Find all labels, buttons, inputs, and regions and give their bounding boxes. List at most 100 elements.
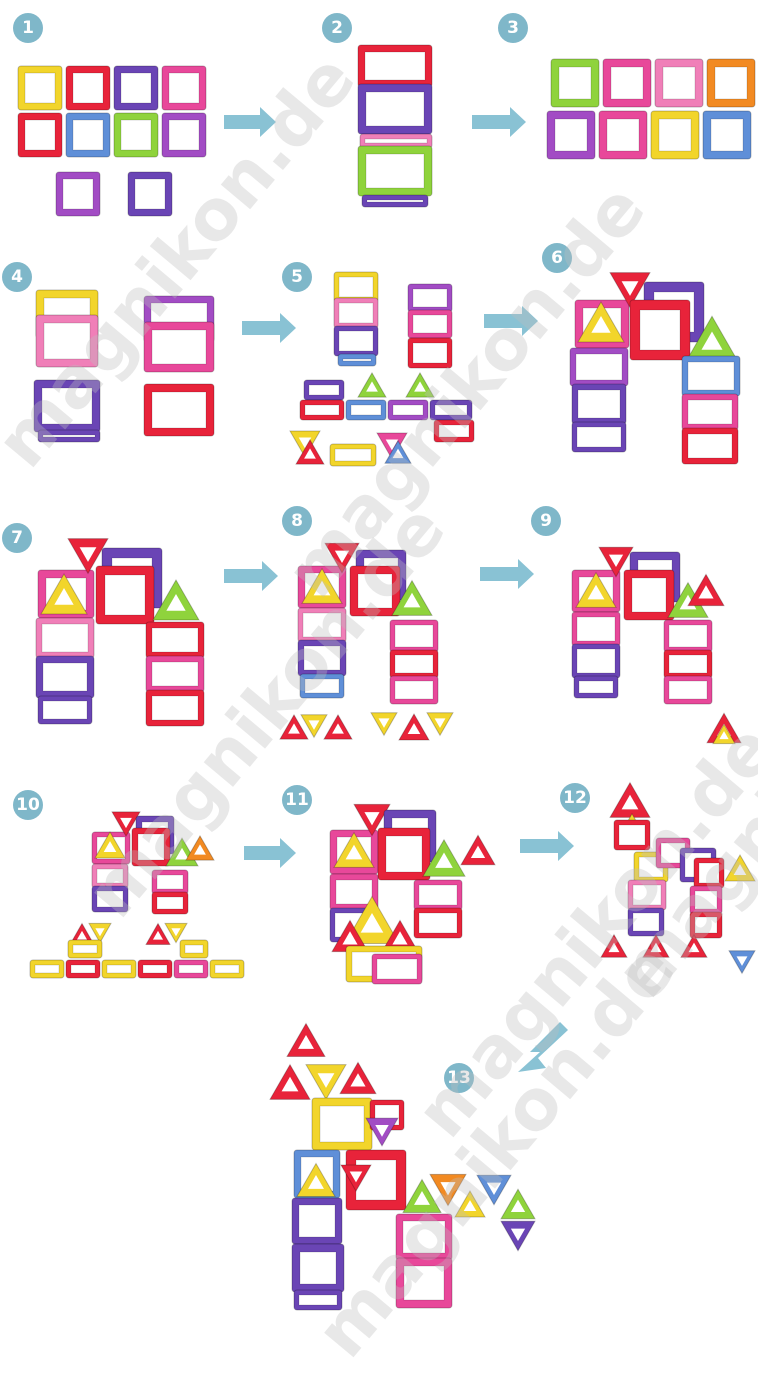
- step-badge-13: 13: [444, 1063, 474, 1093]
- tile-window: [365, 139, 427, 143]
- tile-window: [413, 315, 447, 333]
- tile-window: [688, 400, 732, 424]
- step-number: 1: [22, 18, 34, 38]
- tile-window: [152, 662, 198, 686]
- tile-window: [215, 965, 239, 973]
- tile-window: [579, 681, 613, 693]
- tile-window: [404, 1266, 444, 1300]
- step-badge-3: 3: [498, 13, 528, 43]
- tile-window: [73, 945, 97, 953]
- step-number: 11: [285, 790, 309, 810]
- tile-window: [358, 574, 392, 608]
- step-number: 13: [447, 1068, 471, 1088]
- tile-window: [303, 613, 341, 637]
- tile-window: [143, 965, 167, 973]
- tile-window: [633, 885, 661, 905]
- tile-window: [304, 646, 340, 670]
- tile-window: [73, 120, 103, 150]
- tile-window: [711, 119, 743, 151]
- step-number: 3: [507, 18, 519, 38]
- tile-window: [343, 359, 371, 361]
- tile-window: [71, 965, 95, 973]
- arrow-down-left-icon: [518, 1022, 568, 1072]
- arrow-right-icon: [224, 107, 276, 137]
- arrow-right-icon: [472, 107, 526, 137]
- tile-window: [695, 891, 717, 909]
- step-number: 8: [291, 511, 303, 531]
- tile-window: [97, 869, 123, 883]
- tile-window: [179, 965, 203, 973]
- tile-window: [152, 696, 198, 720]
- tile-window: [300, 1252, 336, 1284]
- tile-window: [43, 663, 87, 691]
- tile-window: [669, 681, 707, 699]
- tile-window: [611, 67, 643, 99]
- arrow-right-icon: [224, 561, 278, 591]
- tile-window: [169, 120, 199, 150]
- tile-window: [309, 385, 339, 395]
- tile-window: [395, 681, 433, 699]
- tile-window: [419, 913, 457, 933]
- tile-window: [439, 425, 469, 437]
- tile-window: [386, 836, 422, 872]
- tile-window: [157, 897, 183, 909]
- step-number: 10: [16, 795, 40, 815]
- tile-window: [152, 392, 206, 428]
- tile-window: [393, 405, 423, 415]
- tile-window: [320, 1106, 364, 1142]
- tile-window: [339, 277, 373, 297]
- arrow-right-icon: [242, 313, 296, 343]
- tile-window: [25, 120, 55, 150]
- tile-window: [138, 834, 164, 860]
- tile-window: [336, 880, 372, 904]
- tile-window: [640, 310, 680, 350]
- tile-window: [43, 435, 95, 437]
- tile-window: [299, 1205, 335, 1237]
- tile-window: [633, 913, 659, 931]
- tile-window: [25, 73, 55, 103]
- tile-window: [688, 362, 734, 390]
- tile-window: [44, 323, 90, 359]
- tile-window: [169, 73, 199, 103]
- tile-window: [366, 92, 424, 126]
- tile-window: [367, 200, 423, 202]
- step-number: 4: [11, 267, 23, 287]
- tile-window: [121, 120, 151, 150]
- tile-window: [607, 119, 639, 151]
- step-badge-9: 9: [531, 506, 561, 536]
- tile-window: [351, 405, 381, 415]
- step-number: 2: [331, 18, 343, 38]
- tile-window: [419, 885, 457, 905]
- tile-window: [577, 427, 621, 447]
- tile-window: [121, 73, 151, 103]
- tile-window: [659, 119, 691, 151]
- step-number: 9: [540, 511, 552, 531]
- tile-window: [299, 1295, 337, 1305]
- tile-window: [377, 959, 417, 979]
- arrow-right-icon: [520, 831, 574, 861]
- step-badge-4: 4: [2, 262, 32, 292]
- step-badge-7: 7: [2, 523, 32, 553]
- tile-window: [413, 289, 447, 307]
- tile-window: [105, 575, 145, 615]
- tile-window: [688, 434, 732, 458]
- step-badge-8: 8: [282, 506, 312, 536]
- tile-window: [42, 624, 88, 652]
- tile-window: [578, 390, 620, 418]
- tile-window: [339, 331, 373, 351]
- arrow-right-icon: [244, 838, 296, 868]
- tile-window: [157, 875, 183, 889]
- tile-window: [305, 405, 339, 415]
- step-badge-2: 2: [322, 13, 352, 43]
- tile-window: [395, 655, 433, 673]
- tile-window: [669, 625, 707, 647]
- tile-window: [135, 179, 165, 209]
- tile-window: [152, 628, 198, 652]
- tile-window: [97, 891, 123, 907]
- tile-window: [63, 179, 93, 209]
- step-badge-12: 12: [560, 783, 590, 813]
- tile-window: [577, 649, 615, 673]
- step-number: 12: [563, 788, 587, 808]
- tile-window: [555, 119, 587, 151]
- step-badge-11: 11: [282, 785, 312, 815]
